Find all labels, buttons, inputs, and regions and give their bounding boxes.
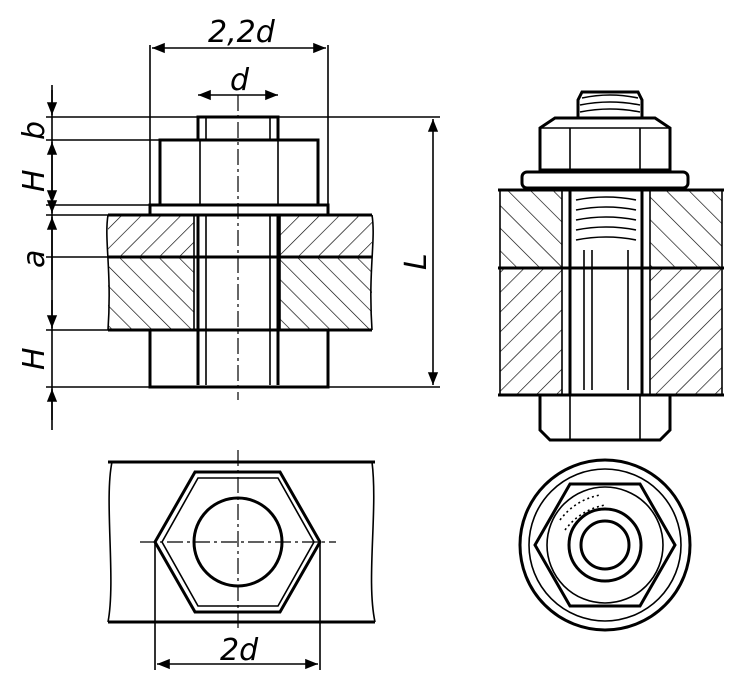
upper-plate-left-hatch: [108, 215, 194, 257]
left-section-view: 2,2d d b H a H L: [17, 15, 440, 430]
real-hex-nut: [533, 482, 677, 608]
dimension-H-nut: H: [17, 169, 52, 192]
real-bolt-head: [538, 393, 672, 442]
nut: [158, 138, 320, 207]
lower-plate-left-hatch: [108, 257, 194, 330]
upper-plate-right-hatch: [280, 215, 372, 257]
real-upper-plate-right: [650, 190, 722, 268]
real-lower-plate-left: [500, 268, 562, 395]
real-bolt-shaft: [568, 188, 644, 397]
real-bolt-end-inner: [579, 519, 631, 571]
dimension-shaft-d: d: [230, 63, 250, 98]
dimension-a: a: [17, 250, 52, 268]
real-bolt-tip: [576, 90, 644, 120]
dimension-bottom-width: 2d: [220, 633, 259, 668]
real-bolt-end-outer: [567, 507, 643, 583]
left-plan-view: 2d: [107, 450, 376, 670]
dimension-b: b: [17, 121, 52, 140]
real-washer: [520, 170, 690, 190]
right-realistic-view: [498, 90, 724, 442]
dimension-H-head: H: [17, 347, 52, 370]
bolt-head: [148, 328, 330, 389]
real-upper-plate-left: [500, 190, 562, 268]
right-plan-view: [518, 458, 692, 632]
lower-plate-right-hatch: [280, 257, 372, 330]
real-washer-outer: [518, 458, 692, 632]
real-nut: [538, 116, 672, 172]
dimension-top-width: 2,2d: [208, 15, 276, 50]
real-lower-plate-right: [650, 268, 722, 395]
dimension-L: L: [399, 253, 434, 270]
